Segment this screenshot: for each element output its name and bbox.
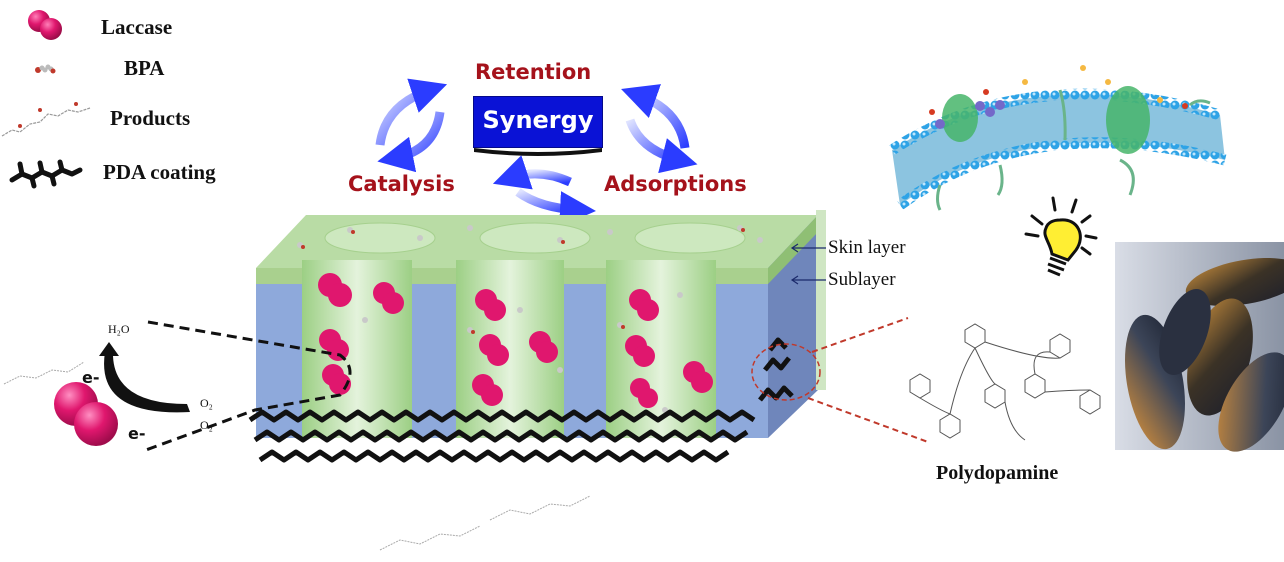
label-electron-bottom: e- [128, 424, 146, 443]
laccase-icon [28, 10, 62, 40]
synergy-box: Synergy [473, 96, 603, 148]
product-molecule-icon [1, 102, 91, 137]
laccase-in-pores [318, 273, 713, 408]
legend: Laccase BPA Products PDA coating [0, 0, 260, 200]
label-electron-top: e- [82, 368, 100, 387]
laccase-zoom-lines [145, 320, 352, 452]
pda-coating-layer [248, 337, 794, 463]
product-molecules-scattered [3, 361, 591, 551]
laccase-reaction: H₂O O₂ O₂ e- e- [0, 300, 300, 480]
pda-zoom-circle [751, 343, 821, 401]
arrow-bottom-cycle [492, 155, 596, 228]
mussel-photo [1115, 242, 1284, 452]
label-sublayer: Sublayer [828, 269, 896, 290]
legend-label-laccase: Laccase [101, 15, 173, 39]
legend-label-bpa: BPA [124, 56, 165, 80]
cycle-label-retention: Retention [475, 60, 592, 84]
label-oxygen-bottom: O₂ [200, 418, 213, 432]
bpa-molecules-scattered [297, 225, 763, 413]
lightbulb-icon [1024, 196, 1098, 277]
pda-chain-icon [9, 159, 83, 189]
polydopamine-structure [909, 323, 1101, 441]
zoom-line-bottom [807, 397, 929, 443]
arrow-right-cycle [621, 84, 698, 174]
cell-membrane-illustration [888, 65, 1227, 211]
legend-label-products: Products [110, 106, 191, 130]
cycle-arrows [375, 78, 698, 228]
synergy-box-shadow [474, 148, 602, 156]
legend-label-pda-coating: PDA coating [103, 160, 216, 184]
electron-transfer-arrow [99, 342, 190, 413]
label-water: H₂O [108, 322, 130, 336]
bpa-molecule-icon [35, 64, 56, 74]
pores [302, 222, 746, 438]
cycle-label-catalysis: Catalysis [348, 172, 455, 196]
polydopamine-title: Polydopamine [936, 462, 1059, 484]
laccase-enzyme-large [54, 382, 118, 446]
zoom-line-top [811, 317, 909, 353]
label-oxygen-top: O₂ [200, 396, 213, 410]
cycle-label-adsorptions: Adsorptions [604, 172, 747, 196]
synergy-cycle: Retention Catalysis Adsorptions Synergy [340, 50, 760, 228]
arrow-left-cycle [375, 78, 448, 173]
layer-pointer-arrows [790, 243, 826, 285]
label-skin-layer: Skin layer [828, 237, 906, 258]
